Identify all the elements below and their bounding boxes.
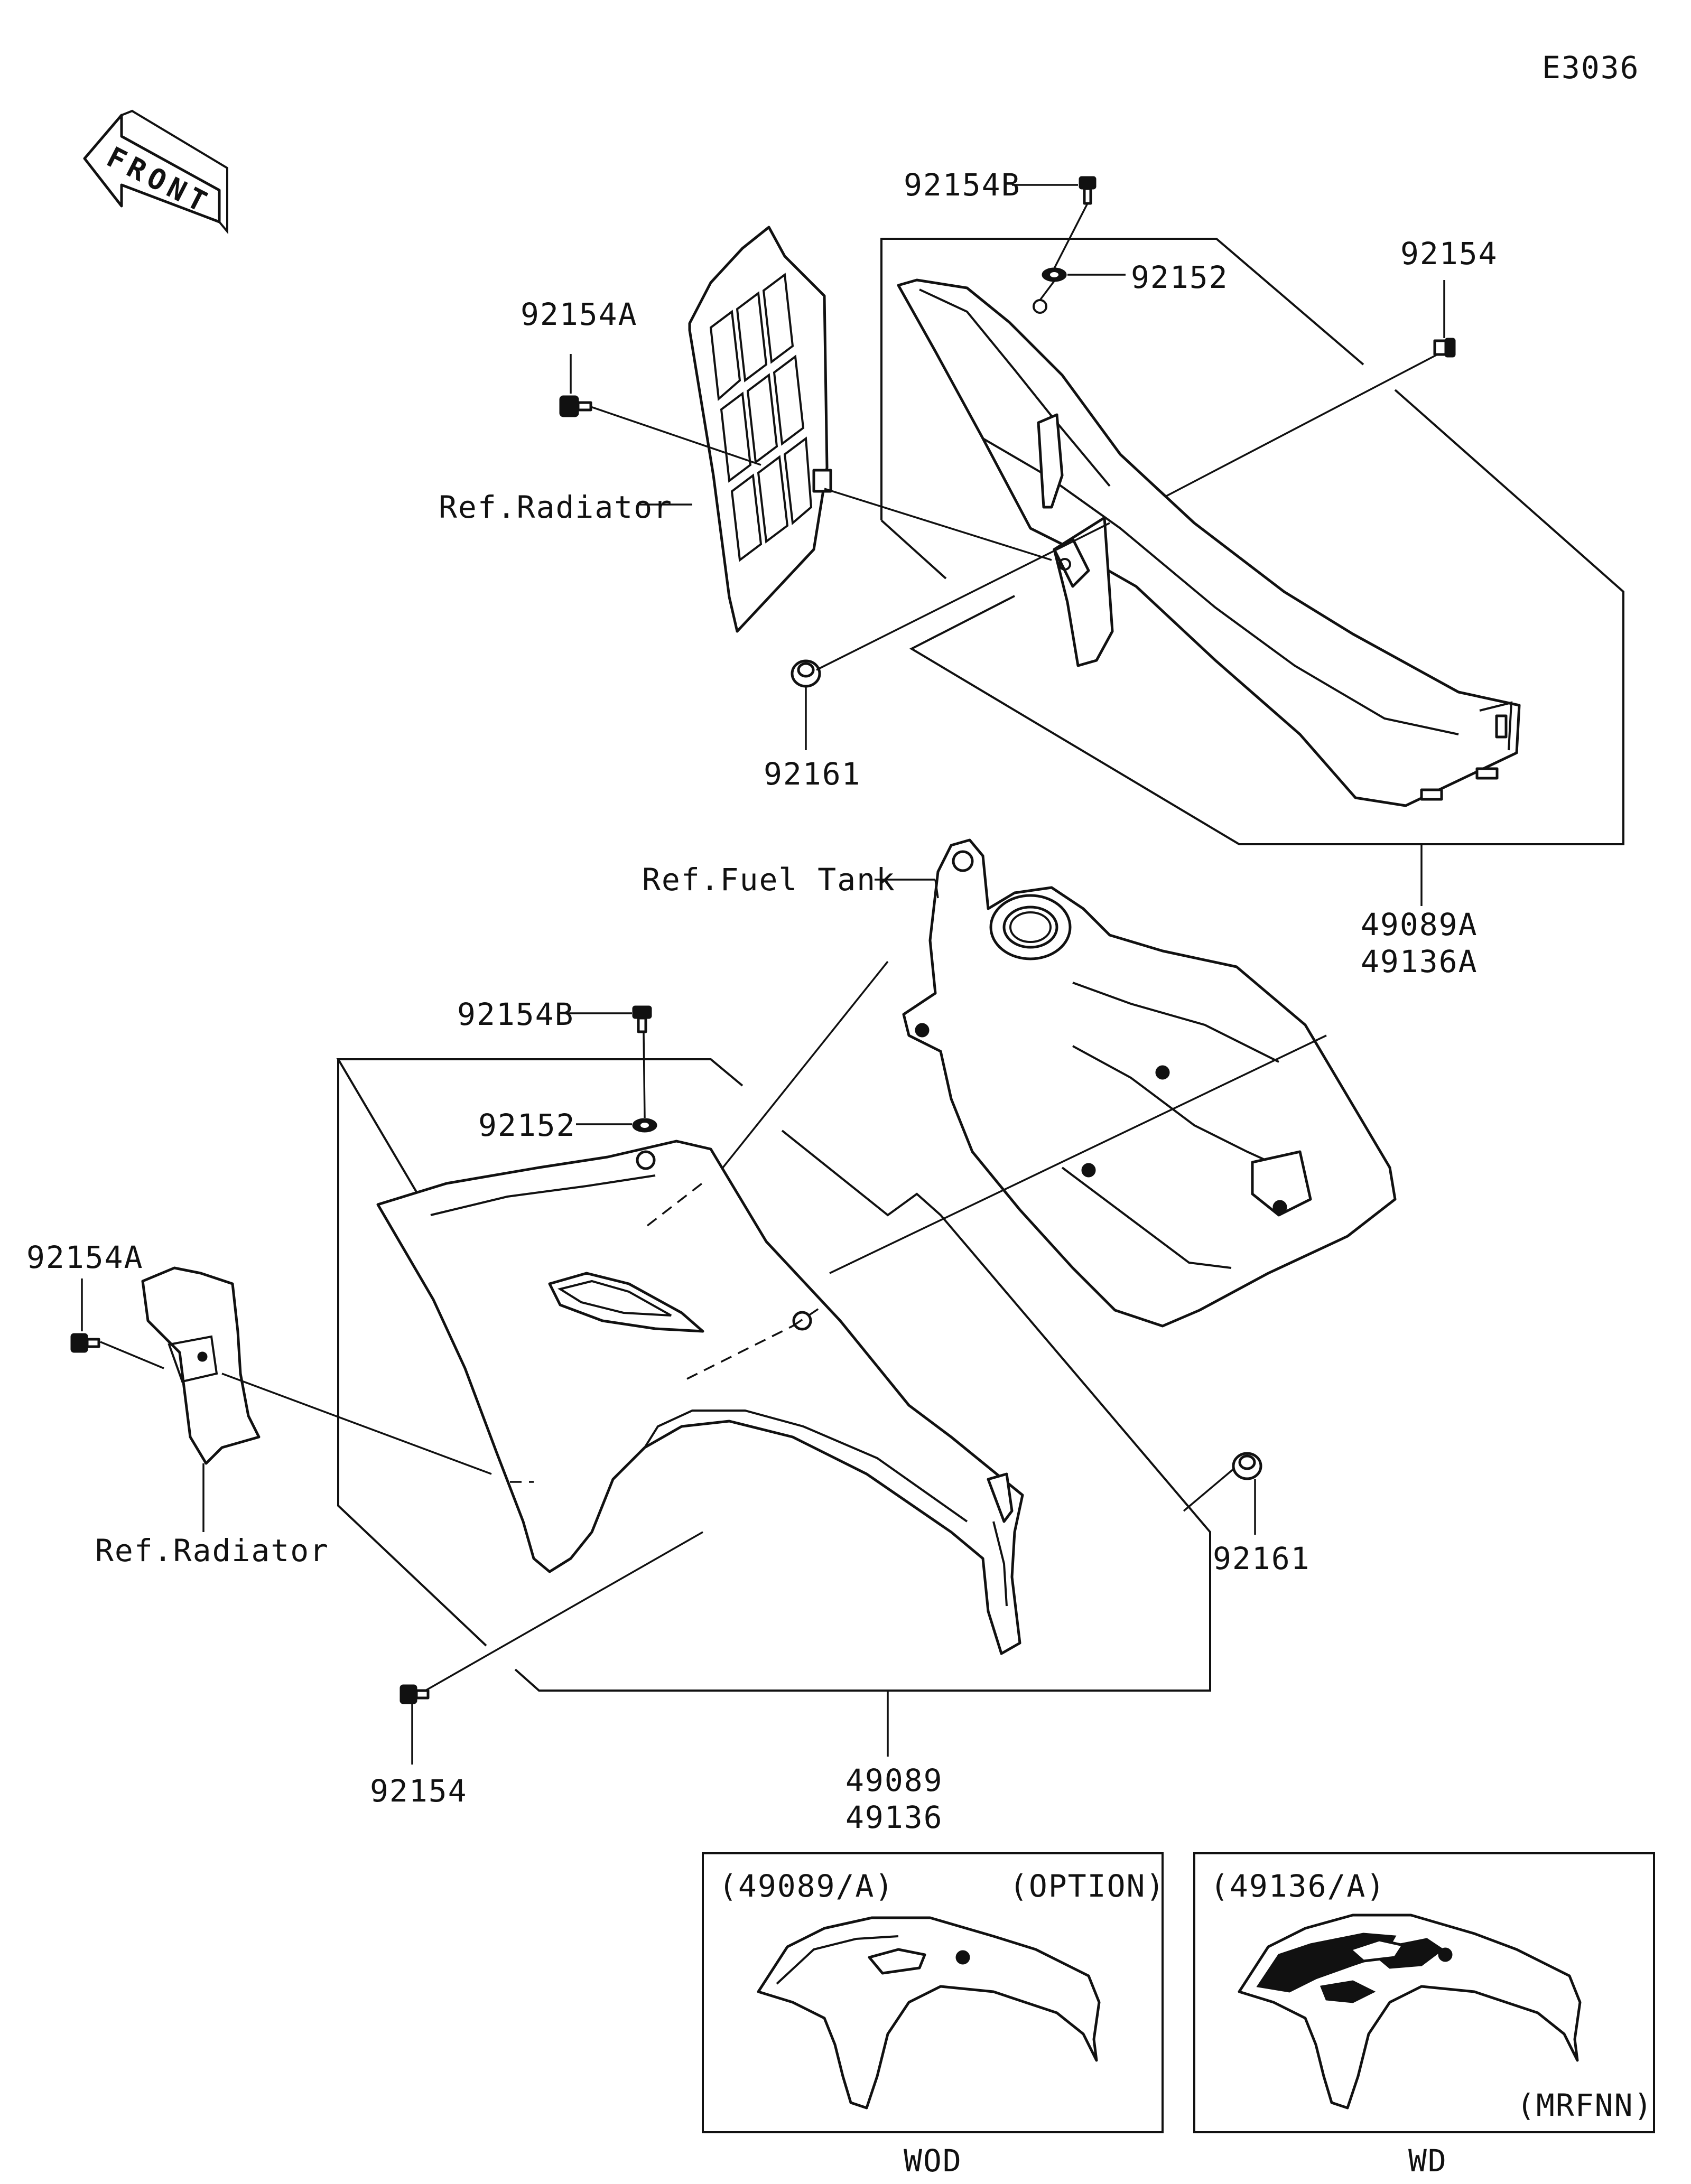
variant-wd-code: (49136/A)	[1210, 1868, 1386, 1904]
upper-assembly: 92154B 92152 92154 92154A Ref.Radiator 9…	[439, 167, 1624, 979]
upper-49089A-label: 49089A	[1361, 907, 1478, 942]
lower-49136-label: 49136	[846, 1799, 943, 1835]
lower-assembly-frame	[336, 1058, 744, 1311]
radiator-grille	[688, 226, 832, 633]
lower-radiator-bracket	[100, 1266, 534, 1532]
variant-wd-footer: WD	[1408, 2143, 1447, 2179]
upper-bolt-92154A	[559, 395, 592, 417]
lower-bolt-92154A	[70, 1333, 100, 1353]
diagram-code: E3036	[1542, 50, 1640, 86]
lower-washer-92152	[632, 1118, 657, 1133]
lower-92154B-label: 92154B	[457, 996, 574, 1032]
lower-49089-label: 49089	[846, 1762, 943, 1798]
fuel-tank: Ref.Fuel Tank	[642, 838, 1397, 1328]
variant-wod-code: (49089/A)	[719, 1868, 894, 1904]
ref-fuel-tank-label: Ref.Fuel Tank	[642, 862, 896, 898]
upper-92154A-label: 92154A	[521, 296, 638, 332]
variant-wd-shroud	[1238, 1914, 1582, 2110]
variant-box-wod: (49089/A) (OPTION) WOD	[702, 1852, 1165, 2179]
upper-92161-label: 92161	[764, 756, 861, 792]
variant-wod-shroud	[757, 1916, 1101, 2110]
upper-92154-label: 92154	[1400, 236, 1498, 272]
lower-bolt-92154	[399, 1684, 430, 1704]
lower-bolt-92154B	[632, 1005, 652, 1033]
lower-grommet-92161	[1232, 1452, 1262, 1480]
upper-assembly-frame	[880, 238, 1364, 520]
lower-assembly: 92154B 92152 92154A Ref.Radiator 92161 9…	[26, 960, 1327, 1835]
upper-bolt-92154B	[1079, 176, 1097, 205]
upper-shroud	[897, 278, 1521, 807]
variant-wod-footer: WOD	[904, 2143, 962, 2179]
lower-ref-radiator-label: Ref.Radiator	[95, 1533, 329, 1569]
lower-92152-label: 92152	[478, 1107, 576, 1143]
variant-wod-tag: (OPTION)	[1009, 1868, 1165, 1904]
upper-92152-label: 92152	[1131, 259, 1229, 295]
upper-grommet-92161	[791, 659, 821, 688]
upper-bolt-92154	[1433, 338, 1456, 358]
variant-box-wd: (49136/A) (MRFNN) WD	[1193, 1852, 1655, 2179]
upper-washer-92152	[1042, 267, 1067, 282]
variant-wd-tag: (MRFNN)	[1517, 2087, 1653, 2123]
lower-92154-label: 92154	[370, 1773, 468, 1809]
upper-49136A-label: 49136A	[1361, 944, 1478, 979]
front-arrow-icon: FRONT	[83, 109, 228, 235]
lower-92161-label: 92161	[1213, 1541, 1311, 1576]
upper-92154B-label: 92154B	[904, 167, 1021, 203]
lower-shroud	[376, 1140, 1024, 1655]
upper-ref-radiator-label: Ref.Radiator	[439, 489, 673, 525]
lower-92154A-label: 92154A	[26, 1239, 144, 1275]
